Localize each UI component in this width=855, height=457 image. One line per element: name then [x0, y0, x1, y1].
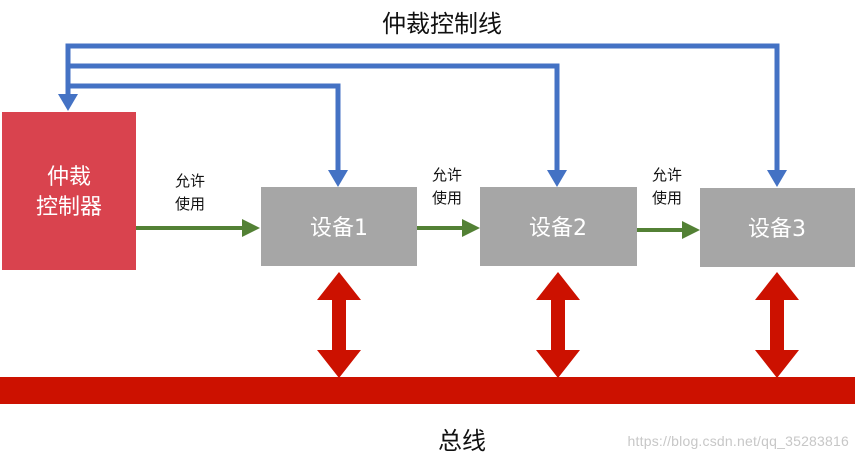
bus-connector-3 — [755, 272, 799, 378]
device-3-label: 设备3 — [748, 217, 806, 242]
control-line-to-device2 — [68, 63, 560, 172]
bus-connector-1 — [317, 272, 361, 378]
arrowhead-device3 — [767, 170, 787, 187]
allow-label-2-line1: 允许 — [432, 166, 462, 184]
bus-connector-2 — [536, 272, 580, 378]
allow-label-1-line1: 允许 — [175, 172, 205, 190]
allow-label-3-line2: 使用 — [652, 189, 682, 207]
control-lines — [65, 43, 780, 172]
allow-arrows — [136, 219, 700, 239]
allow-label-1-line2: 使用 — [175, 195, 205, 213]
allow-arrow-1 — [136, 219, 260, 237]
allow-labels: 允许 使用 允许 使用 允许 使用 — [175, 166, 682, 213]
bus-bar — [0, 377, 855, 404]
arbiter-label-line1: 仲裁 — [47, 165, 91, 190]
device-1: 设备1 — [261, 187, 417, 266]
allow-arrow-2 — [417, 219, 480, 237]
allow-label-2-line2: 使用 — [432, 189, 462, 207]
watermark-text: https://blog.csdn.net/qq_35283816 — [627, 433, 849, 449]
arbiter-box: 仲裁 控制器 — [2, 112, 136, 270]
arrowhead-arbiter — [58, 94, 78, 111]
device-1-label: 设备1 — [310, 216, 368, 241]
arrowhead-device1 — [328, 170, 348, 187]
control-line-to-device1 — [68, 83, 341, 172]
bus-connectors — [317, 272, 799, 378]
control-line-title: 仲裁控制线 — [382, 10, 502, 38]
allow-arrow-3 — [637, 221, 700, 239]
device-3: 设备3 — [700, 188, 855, 267]
allow-label-3-line1: 允许 — [652, 166, 682, 184]
arrowhead-device2 — [547, 170, 567, 187]
control-arrowheads — [58, 94, 787, 187]
control-line-to-device3 — [65, 43, 780, 172]
device-2: 设备2 — [480, 187, 637, 266]
bus-label: 总线 — [438, 427, 486, 455]
device-2-label: 设备2 — [529, 216, 587, 241]
arbiter-label-line2: 控制器 — [36, 195, 102, 220]
